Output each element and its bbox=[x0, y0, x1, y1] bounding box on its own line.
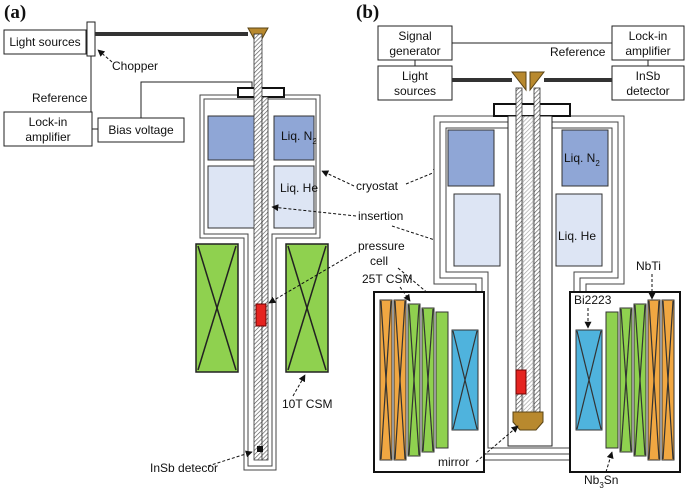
cryostat-label: cryostat bbox=[356, 179, 399, 193]
light-sources-label-a: Light sources bbox=[9, 35, 80, 49]
panel-a: (a) Light sources Chopper Reference Lock… bbox=[3, 2, 332, 475]
signal-label-1: Signal bbox=[398, 29, 431, 43]
light-sources-box-a: Light sources bbox=[3, 29, 87, 55]
prism-left-b bbox=[510, 71, 527, 92]
light-label-b-1: Light bbox=[402, 69, 429, 83]
signal-generator-box: Signal generator bbox=[377, 25, 453, 61]
signal-label-2: generator bbox=[389, 44, 440, 58]
pressure-label-2: cell bbox=[370, 254, 388, 268]
bi2223-label: Bi2223 bbox=[574, 293, 612, 307]
cryostat-arrow-a bbox=[321, 170, 355, 187]
magnet-25t-left bbox=[373, 291, 485, 473]
reference-label-a: Reference bbox=[32, 91, 88, 105]
liquid-n2-left-a bbox=[207, 115, 263, 161]
liq-he-label-b: Liq. He bbox=[558, 229, 596, 243]
liquid-he-right-a bbox=[273, 165, 315, 229]
insertion-rod-a bbox=[261, 96, 269, 461]
magnet-arrow-a bbox=[292, 374, 306, 397]
insertion-arrow-a bbox=[271, 204, 357, 217]
lockin-label-a-2: amplifier bbox=[25, 130, 70, 144]
light-sources-box-b: Light sources bbox=[377, 65, 453, 101]
lockin-label-b-2: amplifier bbox=[625, 44, 670, 58]
detector-label-a: InSb detecor bbox=[150, 461, 218, 475]
prism-right-b bbox=[529, 71, 546, 92]
insb-detector-box: InSb detector bbox=[611, 65, 685, 101]
chopper-arrow bbox=[97, 49, 113, 63]
magnet-10t-left bbox=[195, 243, 239, 373]
pressure-label-1: pressure bbox=[358, 239, 405, 253]
magnet-label-a: 10T CSM bbox=[282, 397, 332, 411]
liquid-n2-right-b bbox=[561, 129, 609, 187]
magnet-25t-right bbox=[569, 291, 681, 473]
nb3sn-label: Nb3Sn bbox=[584, 473, 618, 490]
panel-b: (b) Signal generator Lock-in amplifier R… bbox=[356, 2, 685, 490]
liquid-he-left-b bbox=[453, 193, 501, 267]
magnet-arrow-b bbox=[399, 286, 411, 302]
lockin-label-a-1: Lock-in bbox=[29, 115, 68, 129]
pressure-cell-b bbox=[515, 369, 527, 395]
insb-detector-chip bbox=[257, 446, 263, 452]
magnet-10t-right bbox=[285, 243, 329, 373]
liquid-n2-left-b bbox=[447, 129, 495, 187]
lockin-box-b: Lock-in amplifier bbox=[611, 25, 685, 61]
nb3sn-arrow bbox=[605, 451, 614, 473]
liquid-n2-right-a bbox=[273, 115, 315, 161]
light-label-b-2: sources bbox=[394, 84, 436, 98]
mirror-shape bbox=[512, 411, 544, 431]
reference-label-b: Reference bbox=[550, 45, 606, 59]
insertion-flange-b bbox=[493, 103, 571, 117]
detector-arrow-a bbox=[207, 450, 253, 467]
insb-label-1: InSb bbox=[636, 69, 661, 83]
pressure-cell-a bbox=[255, 303, 267, 327]
nbti-label: NbTi bbox=[636, 259, 661, 273]
shared-labels: cryostat insertion pressure cell bbox=[268, 169, 513, 365]
mirror-label: mirror bbox=[438, 455, 469, 469]
mirror-arrow bbox=[475, 425, 519, 463]
magnet-label-b: 25T CSM bbox=[362, 272, 412, 286]
light-guide-out-b bbox=[533, 87, 541, 413]
lockin-box-a: Lock-in amplifier bbox=[3, 111, 93, 147]
bias-voltage-label: Bias voltage bbox=[108, 123, 174, 137]
bias-wire bbox=[140, 81, 253, 118]
liq-n2-label-b: Liq. N2 bbox=[564, 151, 600, 168]
liq-n2-label-a: Liq. N2 bbox=[281, 129, 317, 146]
chopper-label: Chopper bbox=[112, 59, 158, 73]
liq-he-label-a: Liq. He bbox=[280, 181, 318, 195]
light-guide-rod-a bbox=[253, 33, 263, 461]
chopper-shape bbox=[86, 21, 96, 57]
pressure-arrow-a bbox=[268, 251, 357, 304]
insertion-label: insertion bbox=[358, 209, 403, 223]
panel-b-label: (b) bbox=[356, 2, 379, 23]
insertion-rod-b bbox=[522, 115, 534, 413]
bias-voltage-box: Bias voltage bbox=[97, 117, 185, 143]
insb-label-2: detector bbox=[626, 84, 669, 98]
lockin-label-b-1: Lock-in bbox=[629, 29, 668, 43]
liquid-he-right-b bbox=[555, 193, 603, 267]
panel-a-label: (a) bbox=[4, 2, 26, 23]
light-guide-in-b bbox=[515, 87, 523, 413]
